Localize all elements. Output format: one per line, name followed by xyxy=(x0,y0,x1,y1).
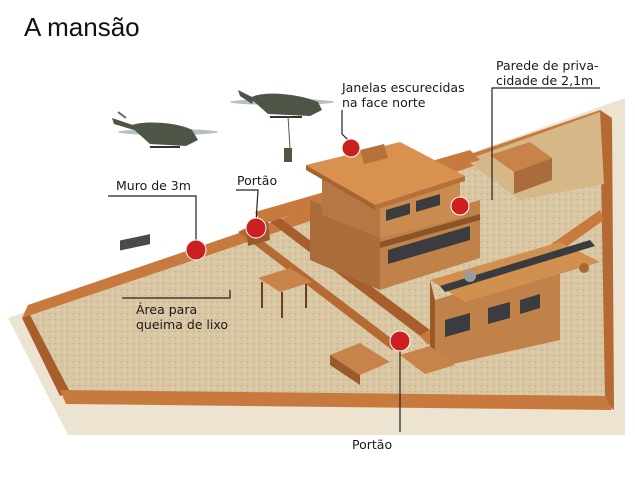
wall-dark-block xyxy=(120,234,150,250)
label-area-line2: queima de lixo xyxy=(136,317,228,332)
label-parede-line2: cidade de 2,1m xyxy=(496,73,599,88)
label-area-line1: Área para xyxy=(136,302,228,317)
marker-parede xyxy=(451,197,469,215)
label-portao-top: Portão xyxy=(237,173,277,188)
helicopter-icon xyxy=(230,90,334,162)
page-title: A mansão xyxy=(14,10,194,44)
satellite-dish xyxy=(464,270,476,282)
marker-muro xyxy=(186,240,206,260)
label-parede-line1: Parede de priva- xyxy=(496,58,599,73)
label-janelas: Janelas escurecidas na face norte xyxy=(342,80,465,110)
marker-janelas xyxy=(342,139,360,157)
marker-portao-bottom xyxy=(390,331,410,351)
helicopter-icon xyxy=(112,112,218,148)
label-janelas-line1: Janelas escurecidas xyxy=(342,80,465,95)
label-janelas-line2: na face norte xyxy=(342,95,465,110)
label-area: Área para queima de lixo xyxy=(136,302,228,332)
marker-portao-top xyxy=(246,218,266,238)
label-portao-bottom: Portão xyxy=(352,437,392,452)
label-parede: Parede de priva- cidade de 2,1m xyxy=(496,58,599,88)
label-muro: Muro de 3m xyxy=(116,178,191,193)
